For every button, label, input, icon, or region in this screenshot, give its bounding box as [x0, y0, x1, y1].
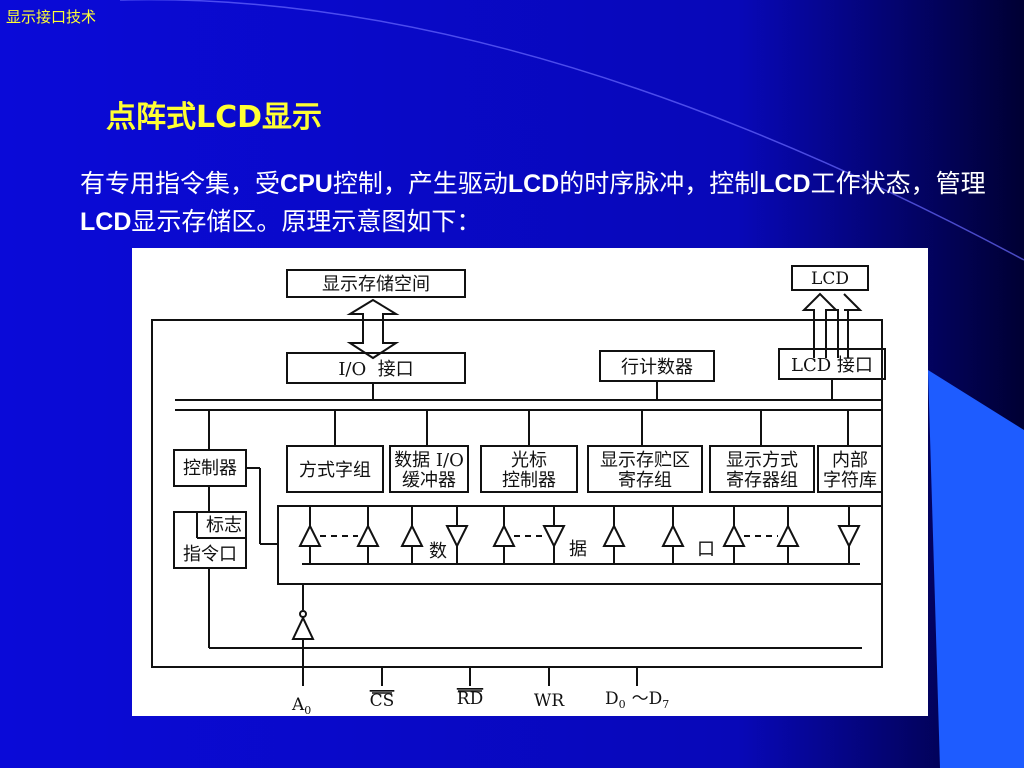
mode-group-label: 方式字组: [299, 460, 371, 481]
pin-d0-d7: D0～D7: [605, 689, 669, 711]
cursor-controller-label-1: 光标: [511, 450, 547, 471]
display-memory-label: 显示存储空间: [322, 274, 430, 295]
internal-char-lib-label-2: 字符库: [823, 470, 877, 491]
display-memory-box: [286, 269, 466, 298]
display-storage-reg-label-1: 显示存贮区: [600, 450, 690, 471]
bus-buffer-group: [298, 506, 861, 564]
pin-rd: RD: [457, 689, 483, 709]
controller-label: 控制器: [183, 458, 237, 479]
pin-wr: WR: [534, 691, 565, 711]
mode-group-box: [286, 445, 384, 493]
io-interface-box: [286, 352, 466, 384]
data-io-buffer-label-1: 数据 I/O: [394, 450, 464, 471]
display-storage-reg-box: [587, 445, 703, 493]
decorative-triangle: [928, 370, 1024, 768]
lcd-label: LCD: [811, 269, 849, 289]
bus-label-shu: 数: [429, 541, 447, 562]
intro-paragraph: 有专用指令集，受CPU控制，产生驱动LCD的时序脉冲，控制LCD工作状态，管理L…: [80, 169, 986, 236]
cmd-port-label: 指令口: [183, 544, 237, 565]
cursor-controller-label-2: 控制器: [502, 470, 556, 491]
lcd-controller-diagram: 显示存储空间 LCD I/O 接口 行计数器 LCD 接口 控制器 方式字组 数…: [132, 248, 928, 716]
double-arrow: [346, 298, 400, 360]
display-mode-reg-box: [709, 445, 815, 493]
row-counter-label: 行计数器: [621, 357, 693, 378]
display-mode-reg-label-1: 显示方式: [726, 450, 798, 471]
pin-cs: CS: [370, 691, 395, 711]
cursor-controller-box: [480, 445, 578, 493]
lcd-arrow: [801, 292, 863, 358]
bus-label-kou: 口: [697, 539, 715, 560]
io-interface-label: I/O 接口: [338, 359, 413, 380]
internal-char-lib-label-1: 内部: [832, 450, 868, 471]
internal-char-lib-box: [817, 445, 883, 493]
display-storage-reg-label-2: 寄存组: [618, 470, 672, 491]
display-mode-reg-label-2: 寄存器组: [726, 470, 798, 491]
slide-header: 显示接口技术: [6, 8, 97, 26]
slide-title: 点阵式LCD显示: [106, 100, 323, 135]
bus-label-ju: 据: [569, 539, 587, 560]
data-io-buffer-label-2: 缓冲器: [402, 470, 456, 491]
flag-label: 标志: [206, 515, 242, 536]
lcd-box: [791, 265, 869, 291]
pin-a0: A0: [291, 695, 311, 716]
decorative-arc: [120, 0, 1024, 261]
data-io-buffer-box: [389, 445, 469, 493]
controller-frame: [151, 319, 883, 668]
lcd-interface-label: LCD 接口: [791, 355, 873, 376]
